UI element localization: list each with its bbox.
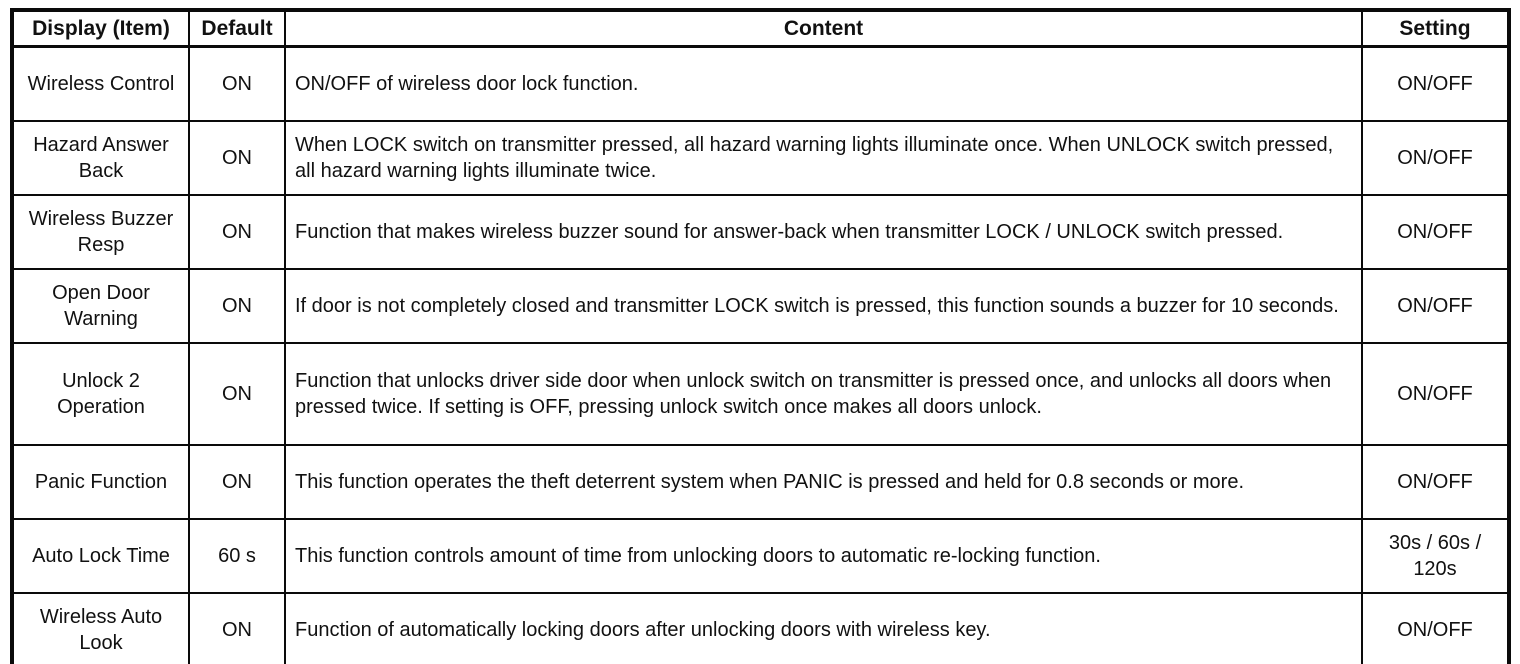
item-cell: Auto Lock Time xyxy=(11,518,190,594)
content-cell: When LOCK switch on transmitter pressed,… xyxy=(284,120,1363,196)
item-cell: Wireless Auto Look xyxy=(11,592,190,664)
item-cell: Hazard Answer Back xyxy=(11,120,190,196)
setting-cell: ON/OFF xyxy=(1361,342,1510,446)
item-cell: Wireless Buzzer Resp xyxy=(11,194,190,270)
default-cell: ON xyxy=(188,194,286,270)
content-cell: If door is not completely closed and tra… xyxy=(284,268,1363,344)
default-cell: ON xyxy=(188,592,286,664)
header-display-item: Display (Item) xyxy=(11,9,190,48)
content-cell: Function of automatically locking doors … xyxy=(284,592,1363,664)
item-cell: Panic Function xyxy=(11,444,190,520)
content-cell: Function that unlocks driver side door w… xyxy=(284,342,1363,446)
setting-cell: ON/OFF xyxy=(1361,444,1510,520)
content-cell: This function controls amount of time fr… xyxy=(284,518,1363,594)
header-setting: Setting xyxy=(1361,9,1510,48)
item-cell: Open Door Warning xyxy=(11,268,190,344)
header-content: Content xyxy=(284,9,1363,48)
content-cell: Function that makes wireless buzzer soun… xyxy=(284,194,1363,270)
default-cell: ON xyxy=(188,342,286,446)
content-cell: ON/OFF of wireless door lock function. xyxy=(284,45,1363,122)
item-cell: Wireless Control xyxy=(11,45,190,122)
setting-cell: ON/OFF xyxy=(1361,120,1510,196)
default-cell: ON xyxy=(188,120,286,196)
setting-cell: 30s / 60s / 120s xyxy=(1361,518,1510,594)
default-cell: ON xyxy=(188,444,286,520)
default-cell: 60 s xyxy=(188,518,286,594)
setting-cell: ON/OFF xyxy=(1361,45,1510,122)
header-default: Default xyxy=(188,9,286,48)
setting-cell: ON/OFF xyxy=(1361,592,1510,664)
wireless-settings-table: Display (Item) Default Content Setting W… xyxy=(10,8,1511,664)
content-cell: This function operates the theft deterre… xyxy=(284,444,1363,520)
item-cell: Unlock 2 Operation xyxy=(11,342,190,446)
default-cell: ON xyxy=(188,45,286,122)
setting-cell: ON/OFF xyxy=(1361,194,1510,270)
default-cell: ON xyxy=(188,268,286,344)
table-header-row: Display (Item) Default Content Setting xyxy=(11,9,1510,48)
setting-cell: ON/OFF xyxy=(1361,268,1510,344)
